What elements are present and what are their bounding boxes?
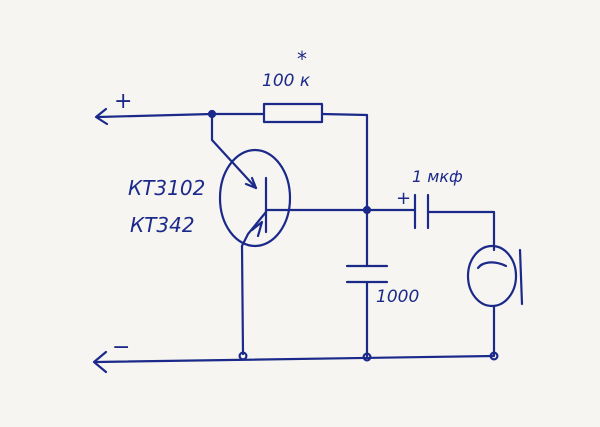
resistor-mark: * bbox=[297, 47, 307, 71]
resistor bbox=[262, 102, 324, 124]
minus-label: − bbox=[112, 335, 130, 360]
transistor-emitter bbox=[240, 210, 268, 248]
collector-arrow bbox=[244, 176, 258, 190]
earphone-body bbox=[466, 244, 518, 308]
negative-wire bbox=[94, 354, 496, 364]
earphone-plate bbox=[518, 248, 524, 306]
terminal-circle bbox=[362, 352, 372, 362]
positive-arrow bbox=[94, 107, 109, 126]
emitter-arrow bbox=[250, 220, 264, 238]
transistor-body bbox=[218, 148, 292, 248]
transistor-type-1-label: КТ3102 bbox=[128, 176, 205, 200]
filter-cap-value-label: 1000 bbox=[376, 287, 419, 307]
resistor-value-label: 100 к bbox=[262, 71, 311, 91]
terminal-circle bbox=[489, 351, 499, 361]
emitter-ground-wire bbox=[240, 244, 245, 356]
wire-resistor-to-node bbox=[320, 112, 369, 212]
negative-arrow bbox=[92, 350, 108, 374]
collector-wire bbox=[210, 112, 258, 190]
wire-to-earphone bbox=[426, 210, 496, 252]
transistor-type-2-label: КТ342 bbox=[130, 213, 195, 237]
plus-label: + bbox=[114, 89, 132, 114]
terminal-circle bbox=[238, 351, 248, 361]
earphone-arc bbox=[476, 261, 508, 270]
coupling-cap-polarity-label: + bbox=[396, 188, 411, 209]
coupling-cap-value-label: 1 мкф bbox=[412, 167, 463, 186]
positive-wire bbox=[96, 112, 214, 119]
